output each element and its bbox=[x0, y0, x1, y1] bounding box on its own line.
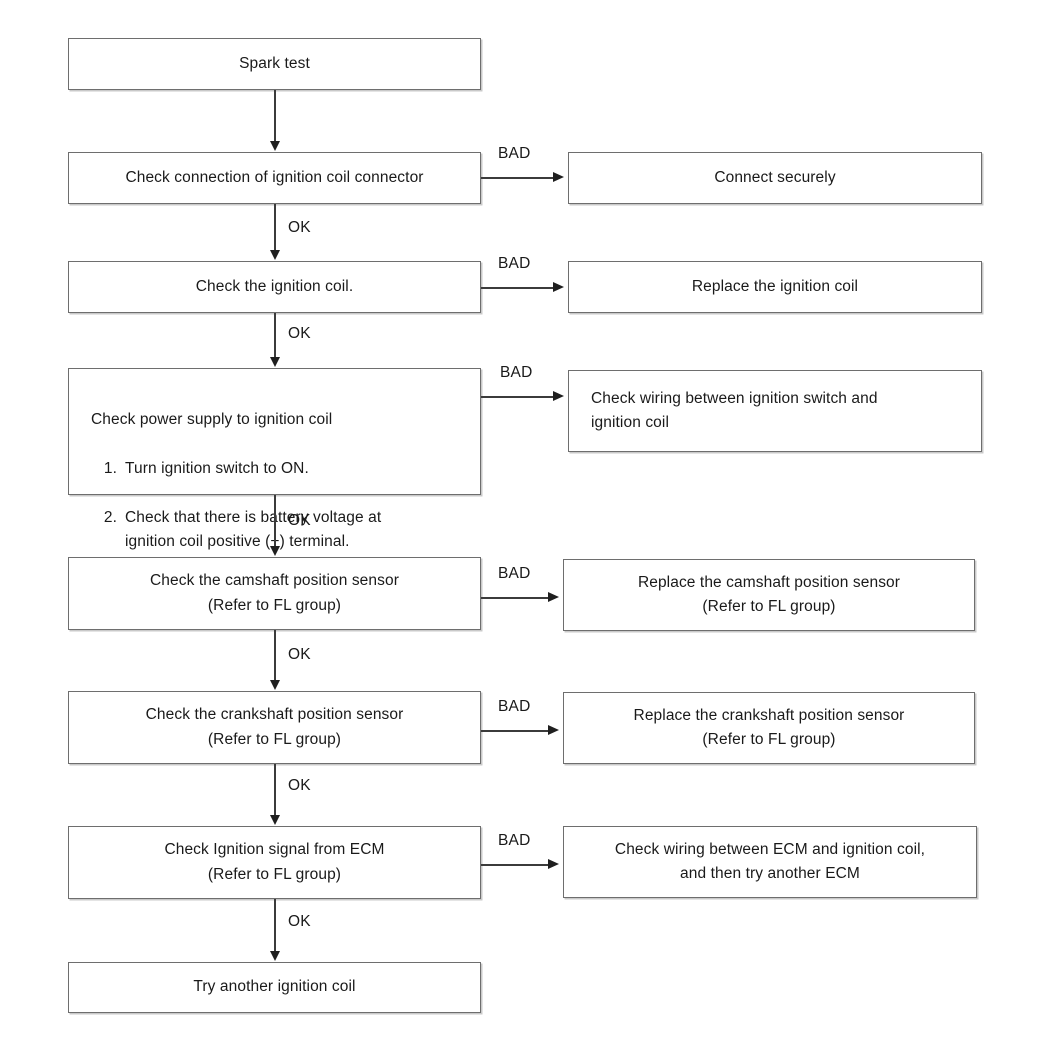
edge-label-bad: BAD bbox=[500, 364, 533, 381]
node-check-ignition-coil-label: Check the ignition coil. bbox=[195, 277, 354, 295]
step-text: Turn ignition switch to ON. bbox=[125, 460, 309, 478]
edge-label-bad: BAD bbox=[498, 832, 531, 849]
node-check-connection[interactable]: Check connection of ignition coil connec… bbox=[68, 152, 481, 204]
arrowhead-down bbox=[269, 951, 280, 961]
connector-power-to-check-wiring bbox=[481, 396, 557, 398]
node-check-crankshaft-sensor[interactable]: Check the crankshaft position sensor (Re… bbox=[68, 691, 481, 764]
arrowhead-down bbox=[269, 680, 280, 690]
connector-signal-to-check-wiring-ecm bbox=[481, 864, 552, 866]
node-replace-ignition-coil-label: Replace the ignition coil bbox=[691, 277, 859, 295]
node-spark-test-label: Spark test bbox=[239, 54, 310, 72]
connector-connection-to-connect-securely bbox=[481, 177, 557, 179]
step-number: 2. bbox=[103, 509, 117, 527]
node-check-ignition-signal-label: Check Ignition signal from ECM (Refer to… bbox=[164, 841, 385, 883]
power-supply-step-item: 1. Turn ignition switch to ON. bbox=[91, 457, 480, 481]
node-replace-ignition-coil[interactable]: Replace the ignition coil bbox=[568, 261, 982, 313]
node-check-camshaft-sensor-label: Check the camshaft position sensor (Refe… bbox=[150, 572, 399, 614]
node-check-power-supply[interactable]: Check power supply to ignition coil 1. T… bbox=[68, 368, 481, 550]
edge-label-ok: OK bbox=[288, 512, 311, 529]
arrowhead-down bbox=[269, 357, 280, 367]
arrowhead-right bbox=[553, 281, 564, 292]
node-replace-crankshaft-sensor-label: Replace the crankshaft position sensor (… bbox=[633, 706, 905, 748]
power-supply-step-list: 1. Turn ignition switch to ON. 2. Check … bbox=[91, 432, 480, 578]
edge-label-bad: BAD bbox=[498, 145, 531, 162]
step-number: 1. bbox=[103, 460, 117, 478]
edge-label-ok: OK bbox=[288, 219, 311, 236]
connector-crankshaft-to-replace-crankshaft bbox=[481, 730, 552, 732]
connector-coil-to-replace-coil bbox=[481, 287, 557, 289]
arrowhead-down bbox=[269, 815, 280, 825]
node-check-wiring-switch-coil-label: Check wiring between ignition switch and… bbox=[591, 389, 878, 431]
node-check-ignition-signal[interactable]: Check Ignition signal from ECM (Refer to… bbox=[68, 826, 481, 899]
arrowhead-right bbox=[548, 724, 559, 735]
node-check-crankshaft-sensor-label: Check the crankshaft position sensor (Re… bbox=[145, 706, 404, 748]
edge-label-ok: OK bbox=[288, 325, 311, 342]
node-check-wiring-switch-coil[interactable]: Check wiring between ignition switch and… bbox=[568, 370, 982, 452]
node-replace-camshaft-sensor[interactable]: Replace the camshaft position sensor (Re… bbox=[563, 559, 975, 631]
connector-spark-to-connection bbox=[274, 90, 276, 142]
step-text: Check that there is battery voltage at i… bbox=[125, 509, 382, 551]
edge-label-ok: OK bbox=[288, 913, 311, 930]
node-check-connection-label: Check connection of ignition coil connec… bbox=[125, 168, 424, 186]
arrowhead-down bbox=[269, 546, 280, 556]
edge-label-bad: BAD bbox=[498, 565, 531, 582]
connector-camshaft-to-crankshaft bbox=[274, 630, 276, 681]
arrowhead-right bbox=[548, 591, 559, 602]
node-check-ignition-coil[interactable]: Check the ignition coil. bbox=[68, 261, 481, 313]
node-replace-crankshaft-sensor[interactable]: Replace the crankshaft position sensor (… bbox=[563, 692, 975, 764]
connector-signal-to-try-another bbox=[274, 899, 276, 952]
node-spark-test[interactable]: Spark test bbox=[68, 38, 481, 90]
arrowhead-down bbox=[269, 250, 280, 260]
node-try-another-coil[interactable]: Try another ignition coil bbox=[68, 962, 481, 1013]
connector-coil-to-power bbox=[274, 313, 276, 358]
node-replace-camshaft-sensor-label: Replace the camshaft position sensor (Re… bbox=[637, 573, 901, 615]
node-connect-securely-label: Connect securely bbox=[714, 168, 836, 186]
connector-crankshaft-to-signal bbox=[274, 764, 276, 816]
node-check-camshaft-sensor[interactable]: Check the camshaft position sensor (Refe… bbox=[68, 557, 481, 630]
arrowhead-right bbox=[553, 171, 564, 182]
node-try-another-coil-label: Try another ignition coil bbox=[193, 978, 356, 996]
connector-camshaft-to-replace-camshaft bbox=[481, 597, 552, 599]
node-check-wiring-ecm-coil[interactable]: Check wiring between ECM and ignition co… bbox=[563, 826, 977, 898]
connector-power-to-camshaft bbox=[274, 495, 276, 547]
edge-label-ok: OK bbox=[288, 646, 311, 663]
arrowhead-right bbox=[553, 390, 564, 401]
power-supply-step-item: 2. Check that there is battery voltage a… bbox=[91, 506, 480, 554]
node-check-wiring-ecm-coil-label: Check wiring between ECM and ignition co… bbox=[614, 840, 926, 882]
edge-label-bad: BAD bbox=[498, 698, 531, 715]
node-connect-securely[interactable]: Connect securely bbox=[568, 152, 982, 204]
node-check-power-supply-heading: Check power supply to ignition coil bbox=[91, 411, 333, 429]
edge-label-ok: OK bbox=[288, 777, 311, 794]
arrowhead-right bbox=[548, 858, 559, 869]
connector-connection-to-coil bbox=[274, 204, 276, 251]
arrowhead-down bbox=[269, 141, 280, 151]
edge-label-bad: BAD bbox=[498, 255, 531, 272]
